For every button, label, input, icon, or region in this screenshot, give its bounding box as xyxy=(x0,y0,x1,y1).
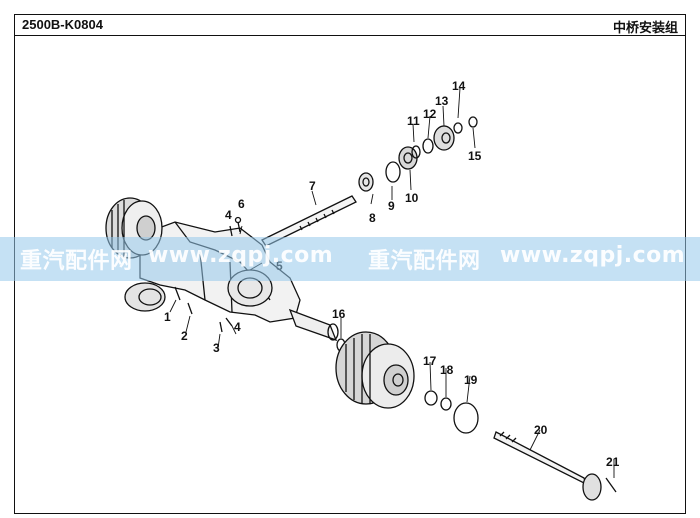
watermark-text-1: 重汽配件网 xyxy=(20,249,133,274)
lower-flange-housing xyxy=(124,282,166,312)
callout-8: 8 xyxy=(369,211,376,225)
callout-2: 2 xyxy=(181,329,188,343)
bearing-part-8 xyxy=(358,172,374,192)
callout-9: 9 xyxy=(388,199,395,213)
callout-20: 20 xyxy=(534,423,548,437)
callout-16: 16 xyxy=(332,307,346,321)
washer-part-12 xyxy=(422,138,434,154)
watermark-text-2: www.zqpj.com xyxy=(148,243,334,268)
bolt-part-21 xyxy=(605,477,617,493)
watermark-text-3: 重汽配件网 xyxy=(368,249,481,274)
bolt-part-3 xyxy=(219,321,223,333)
callout-6: 6 xyxy=(238,197,245,211)
assembly-group-name: 中桥安装组 xyxy=(612,21,678,36)
callout-18: 18 xyxy=(440,363,454,377)
callout-13: 13 xyxy=(435,94,449,108)
callout-15: 15 xyxy=(468,149,482,163)
bolt-part-2 xyxy=(187,302,193,315)
callout-4-upper: 4 xyxy=(225,208,232,222)
snap-ring-part-9 xyxy=(385,161,401,183)
callout-1: 1 xyxy=(164,310,171,324)
gasket-part-19 xyxy=(453,402,479,434)
bolt-part-1 xyxy=(174,286,181,301)
flange-part-13 xyxy=(433,125,455,151)
right-brake-drum xyxy=(335,331,415,409)
callout-21: 21 xyxy=(606,455,620,469)
watermark-text-4: www.zqpj.com xyxy=(500,243,686,268)
callout-10: 10 xyxy=(405,191,419,205)
nut-part-14 xyxy=(453,122,463,134)
washer-part-17 xyxy=(424,390,438,406)
right-spindle xyxy=(288,308,339,342)
title-block xyxy=(14,14,686,36)
callout-19: 19 xyxy=(464,373,478,387)
bolt-part-4b xyxy=(225,317,233,327)
callout-3: 3 xyxy=(213,341,220,355)
callout-12: 12 xyxy=(423,107,437,121)
callout-17: 17 xyxy=(423,354,437,368)
washer-part-15 xyxy=(468,116,478,128)
bolt-part-6 xyxy=(237,221,241,233)
watermark-band xyxy=(0,237,700,281)
half-shaft-part-20 xyxy=(493,431,602,501)
callout-4-lower: 4 xyxy=(234,320,241,334)
callout-14: 14 xyxy=(452,79,466,93)
drawing-code: 2500B-K0804 xyxy=(22,17,103,32)
callout-7: 7 xyxy=(309,179,316,193)
lock-ring-part-18 xyxy=(440,397,452,411)
o-ring-part-11 xyxy=(411,145,421,159)
callout-11: 11 xyxy=(407,114,420,128)
